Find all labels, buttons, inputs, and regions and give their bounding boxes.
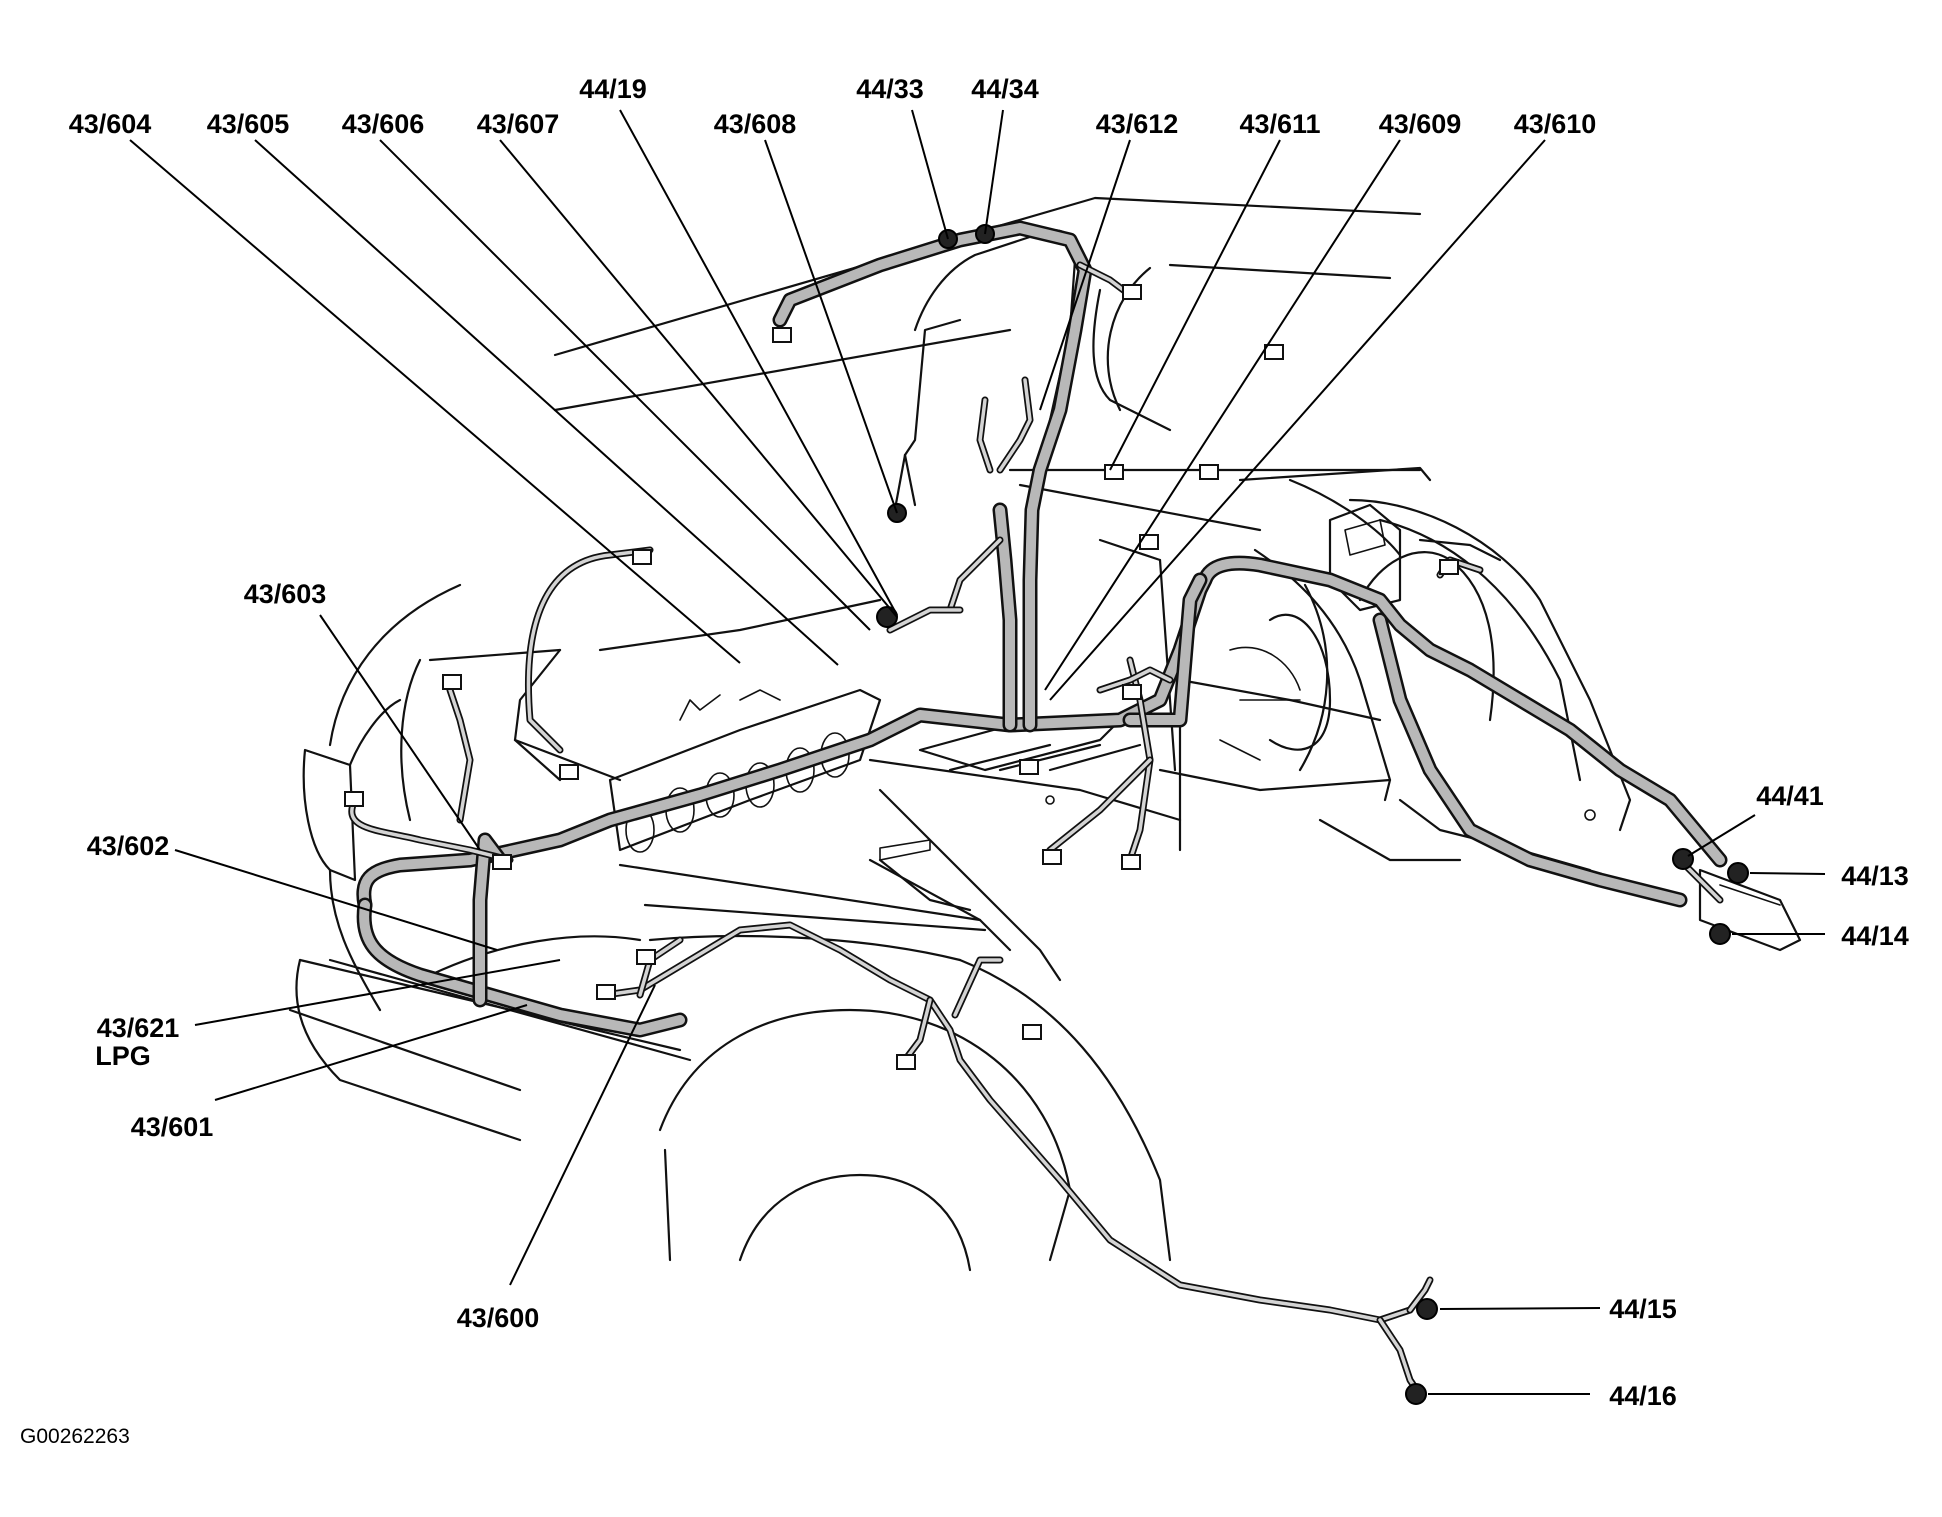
leader-lines [129,109,1826,1395]
plug [1022,1024,1042,1040]
plug [1122,684,1142,700]
plug [636,949,656,965]
label-43-607: 43/607 [477,109,560,139]
callout-labels: 43/604 43/605 43/606 43/607 44/19 43/608… [69,74,1909,1411]
label-44-15: 44/15 [1609,1294,1677,1324]
connector-44-15 [1416,1298,1438,1320]
vehicle-body-outline [288,196,1802,1272]
label-44-34: 44/34 [971,74,1039,104]
connector-44-13 [1727,862,1749,884]
plug [442,674,462,690]
label-43-601: 43/601 [131,1112,214,1142]
plug [344,791,364,807]
label-44-33: 44/33 [856,74,924,104]
plug [559,764,579,780]
label-44-19: 44/19 [579,74,647,104]
plug [1439,559,1459,575]
plug [1042,849,1062,865]
label-43-610: 43/610 [1514,109,1597,139]
connector-44-16 [1405,1383,1427,1405]
label-43-621: 43/621 [97,1013,180,1043]
plug [596,984,616,1000]
connector-44-14 [1709,923,1731,945]
label-43-605: 43/605 [207,109,290,139]
label-44-14: 44/14 [1841,921,1909,951]
plug [1104,464,1124,480]
plug [632,549,652,565]
label-43-611: 43/611 [1239,109,1320,139]
label-43-609: 43/609 [1379,109,1462,139]
label-44-16: 44/16 [1609,1381,1677,1411]
label-43-600: 43/600 [457,1303,540,1333]
figure-code: G00262263 [20,1425,130,1448]
plug [492,854,512,870]
label-44-13: 44/13 [1841,861,1909,891]
plug [896,1054,916,1070]
label-43-602: 43/602 [87,831,170,861]
label-lpg: LPG [95,1041,151,1071]
plug [772,327,792,343]
connectors [344,224,1749,1405]
plug [1121,854,1141,870]
label-43-606: 43/606 [342,109,425,139]
plug [1122,284,1142,300]
label-43-603: 43/603 [244,579,327,609]
plug [1019,759,1039,775]
plug [1264,344,1284,360]
label-43-612: 43/612 [1096,109,1179,139]
label-43-604: 43/604 [69,109,152,139]
wiring-harness [348,220,1728,1399]
connector-44-41 [1672,848,1694,870]
label-44-41: 44/41 [1756,781,1824,811]
label-43-608: 43/608 [714,109,797,139]
plug [1199,464,1219,480]
